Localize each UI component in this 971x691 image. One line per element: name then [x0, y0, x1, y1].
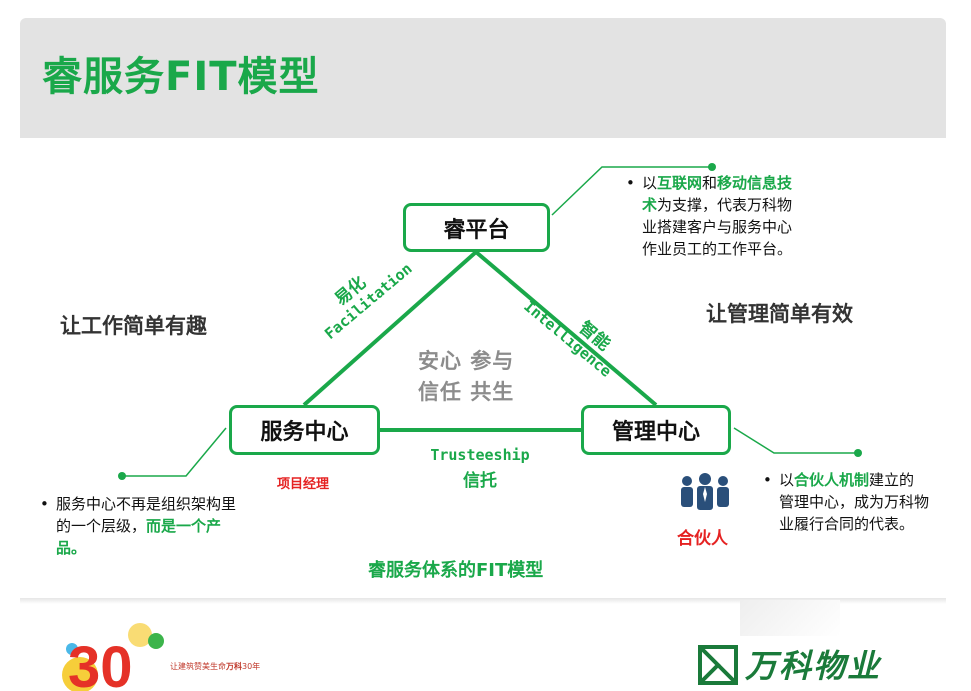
- bullet-top-highlight2: 移动信息技术: [642, 174, 793, 214]
- center-values: 安心 参与 信任 共生: [418, 346, 548, 408]
- callout-top-leader: [551, 166, 712, 216]
- bullet-left-highlight1: 而是一个产品。: [56, 517, 222, 557]
- anniversary-number: 30: [68, 635, 133, 691]
- bullet-top: • 以互联网和移动信息技术为支撑，代表万科物业搭建客户与服务中心作业员工的工作平台…: [626, 172, 802, 260]
- bullet-left: • 服务中心不再是组织架构里的一个层级，而是一个产品。: [40, 493, 237, 559]
- side-text-left: 让工作简单有趣: [60, 314, 207, 338]
- bullet-marker: •: [763, 471, 772, 489]
- project-manager-label: 项目经理: [277, 477, 330, 492]
- slogan-brand: 万科: [226, 662, 242, 671]
- edge-left-line: [302, 250, 478, 407]
- page-title: 睿服务FIT模型: [42, 54, 320, 100]
- bullet-marker: •: [626, 174, 635, 192]
- edge-right-line: [474, 250, 658, 407]
- bullet-left-text1: 服务中心不再是组织架构里的一个层级，: [56, 495, 237, 535]
- center-values-line1: 安心 参与: [418, 349, 515, 373]
- bullet-right: • 以合伙人机制建立的管理中心，成为万科物业履行合同的代表。: [763, 469, 930, 535]
- bullet-right-text2: 建立的管理中心，成为万科物业履行合同的代表。: [779, 471, 930, 533]
- partner-label: 合伙人: [677, 529, 728, 549]
- side-text-right: 让管理简单有效: [706, 302, 853, 326]
- callout-right-dot: [854, 449, 862, 457]
- edge-label-trusteeship: Trusteeship 信托: [420, 446, 540, 491]
- content-divider: [20, 598, 946, 604]
- bullet-right-text1: 以: [779, 471, 795, 489]
- diagram-caption: 睿服务体系的FIT模型: [368, 560, 544, 581]
- slogan: 让建筑赞美生命万科30年: [170, 661, 260, 672]
- people-icon: [681, 473, 729, 510]
- center-values-line2: 信任 共生: [418, 380, 515, 404]
- node-management-center: 管理中心: [581, 405, 731, 455]
- vanke-logo-icon: [698, 645, 738, 685]
- bullet-top-text2: 和: [702, 174, 718, 192]
- node-rui-platform: 睿平台: [403, 203, 550, 252]
- bullet-top-text3: 为支撑，代表万科物业搭建客户与服务中心作业员工的工作平台。: [642, 196, 793, 258]
- bullet-top-text1: 以: [642, 174, 658, 192]
- bullet-top-highlight1: 互联网: [657, 174, 703, 192]
- edge-label-trusteeship-en: Trusteeship: [430, 446, 530, 464]
- edge-label-trusteeship-cn: 信托: [463, 471, 497, 491]
- callout-right-leader: [733, 427, 858, 454]
- callout-left-leader: [122, 427, 227, 477]
- slogan-suffix: 30年: [242, 662, 261, 671]
- slogan-prefix: 让建筑赞美生命: [170, 662, 226, 671]
- callout-left-dot: [118, 472, 126, 480]
- bullet-right-highlight1: 合伙人机制: [794, 471, 870, 489]
- bullet-marker: •: [40, 495, 49, 513]
- header-band: 睿服务FIT模型: [20, 18, 946, 138]
- node-service-center: 服务中心: [229, 405, 380, 455]
- brand-name: 万科物业: [745, 647, 882, 685]
- anniversary-30-logo: 30: [62, 623, 164, 691]
- footer-decoration: [740, 600, 840, 636]
- callout-top-dot: [708, 163, 716, 171]
